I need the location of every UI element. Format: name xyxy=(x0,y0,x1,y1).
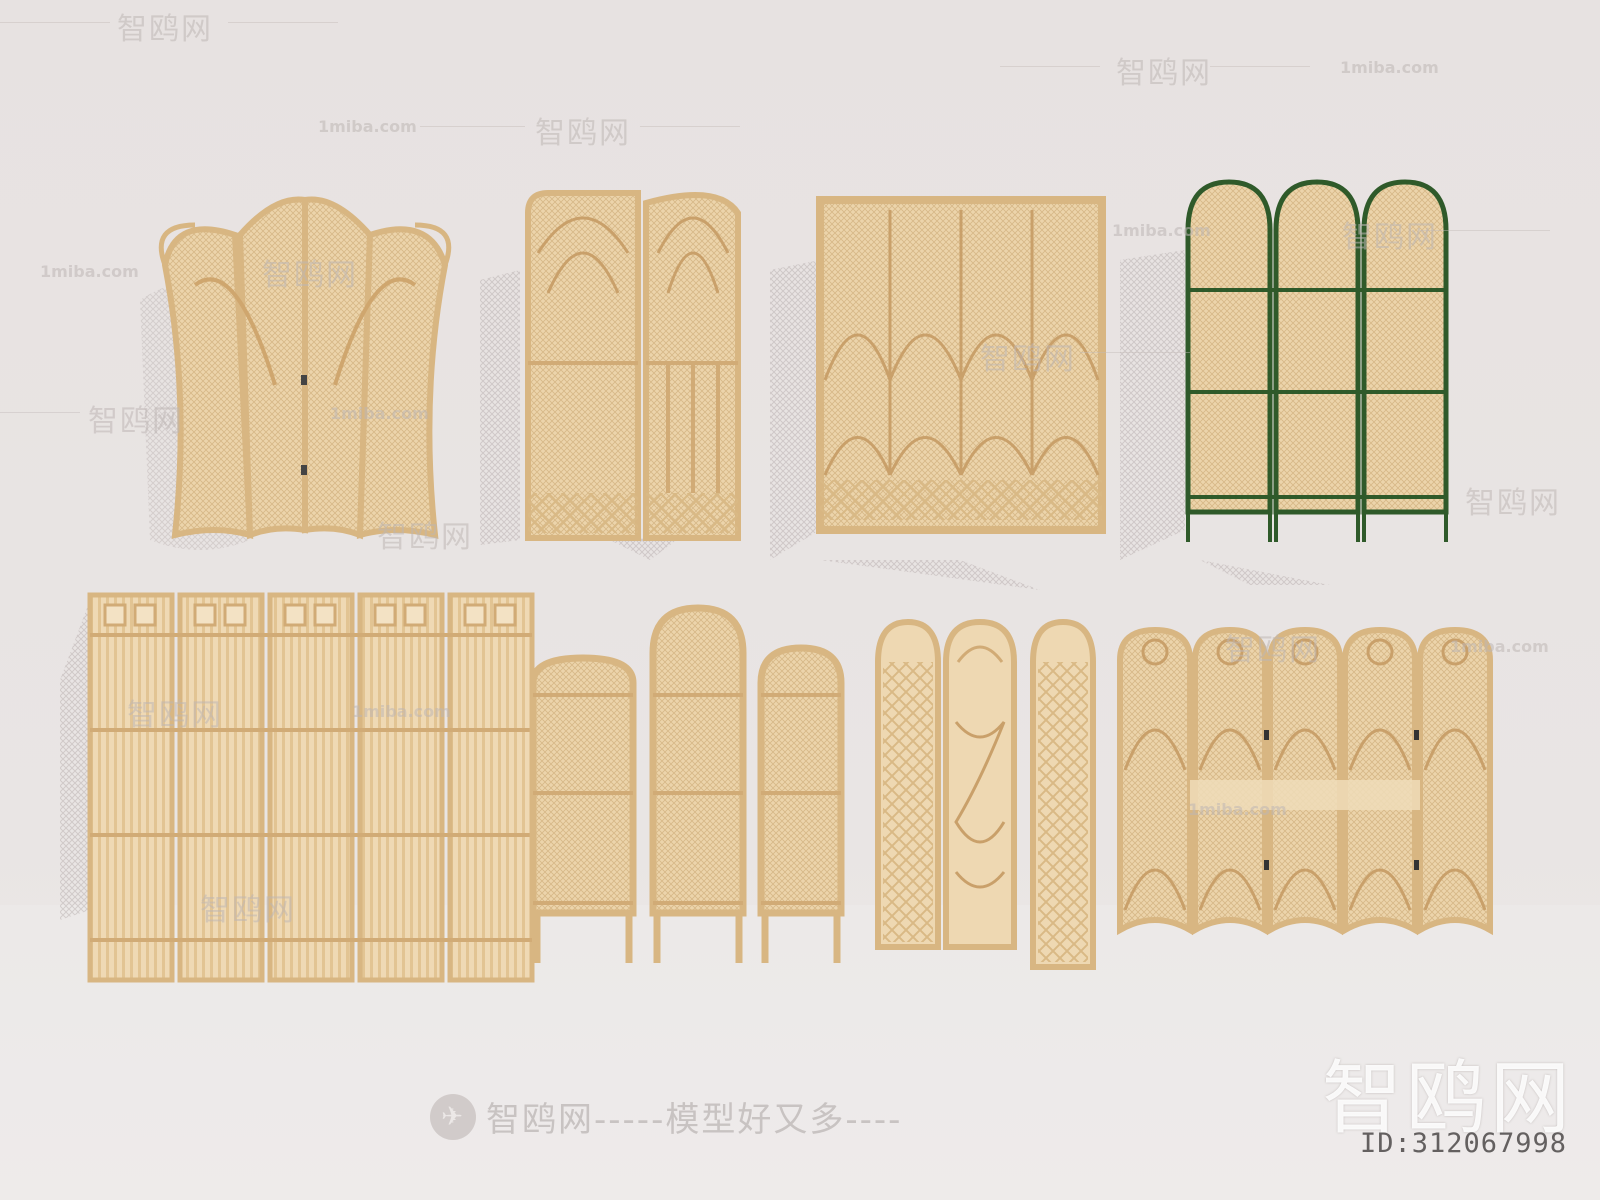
watermark-brand: 智鸥网 xyxy=(377,520,473,555)
gothic-arch-rattan-screen xyxy=(480,190,741,560)
watermark-site: 1miba.com xyxy=(1450,637,1549,656)
watermark-brand: 智鸥网 xyxy=(1116,56,1212,91)
slatted-bamboo-screen xyxy=(60,592,535,983)
watermark-line xyxy=(640,126,740,127)
bird-logo-icon: ✈ xyxy=(430,1093,476,1140)
watermark-brand: 智鸥网 xyxy=(200,893,296,928)
watermark-brand: 智鸥网 xyxy=(535,116,631,151)
watermark-site: 1miba.com xyxy=(1340,58,1439,77)
watermark-site: 1miba.com xyxy=(318,117,417,136)
watermark-brand: 智鸥网 xyxy=(1465,486,1561,521)
watermark-brand: 智鸥网 xyxy=(117,12,213,47)
watermark-line xyxy=(1080,352,1190,353)
watermark-site: 1miba.com xyxy=(1188,800,1287,819)
model-id-label: ID:312067998 xyxy=(1360,1128,1568,1159)
watermark-brand: 智鸥网 xyxy=(980,342,1076,377)
watermark-site: 1miba.com xyxy=(40,262,139,281)
watermark-big-logo: 智鸥网 xyxy=(1322,1052,1574,1145)
watermark-brand: 智鸥网 xyxy=(262,258,358,293)
butterfly-rattan-screen xyxy=(140,196,452,550)
watermark-slogan-text: 智鸥网-----模型好又多---- xyxy=(486,1100,903,1140)
watermark-site: 1miba.com xyxy=(352,702,451,721)
watermark-slogan: ✈ 智鸥网-----模型好又多---- xyxy=(430,1092,902,1141)
watermark-line xyxy=(0,412,80,413)
lattice-arch-screen xyxy=(875,618,1096,970)
watermark-line xyxy=(1210,66,1310,67)
watermark-line xyxy=(228,22,338,23)
green-frame-oval-screen xyxy=(1120,179,1449,585)
watermark-site: 1miba.com xyxy=(1112,221,1211,240)
scalloped-cane-screen xyxy=(1117,626,1493,936)
arched-cane-screen xyxy=(529,604,845,963)
watermark-brand: 智鸥网 xyxy=(1225,633,1321,668)
square-arch-rattan-screen xyxy=(770,196,1106,590)
watermark-line xyxy=(1420,230,1550,231)
watermark-line xyxy=(1000,66,1100,67)
watermark-line xyxy=(0,22,110,23)
watermark-brand: 智鸥网 xyxy=(127,698,223,733)
watermark-brand: 智鸥网 xyxy=(88,404,184,439)
watermark-site: 1miba.com xyxy=(330,404,429,423)
watermark-brand: 智鸥网 xyxy=(1342,220,1438,255)
watermark-line xyxy=(420,126,525,127)
